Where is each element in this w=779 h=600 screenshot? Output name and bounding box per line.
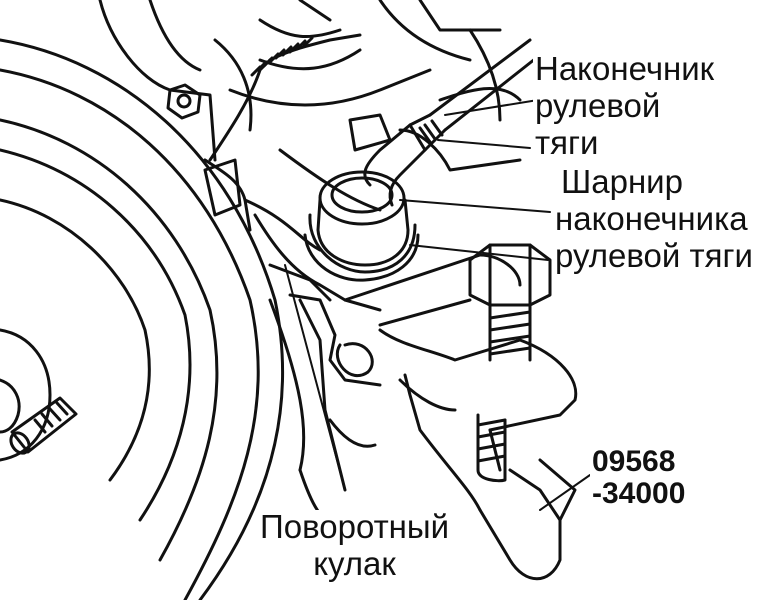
label-line: Шарнир [553,165,755,198]
label-line: 09568 [590,447,688,477]
label-line: -34000 [590,477,688,510]
label-tool-number: 09568 -34000 [590,447,688,511]
label-steering-knuckle: Поворотный кулак [258,508,452,584]
forcing-bolt [468,243,552,483]
label-tie-rod-end: Наконечник рулевой тяги [533,50,717,163]
puller-tool [343,253,578,581]
label-ball-joint: Шарнир наконечника рулевой тяги [553,165,755,276]
label-line: наконечника [553,202,755,235]
suspension-background [98,0,522,252]
wheel-stud [9,396,78,455]
leader-lines [284,99,591,511]
label-line: Наконечник [533,50,717,87]
brake-disc [0,38,332,600]
label-line: рулевой [533,89,717,122]
label-line: Поворотный [258,508,452,545]
label-line: рулевой тяги [553,237,755,274]
label-line: кулак [258,547,452,580]
ball-joint [303,170,420,282]
label-line: тяги [533,126,717,159]
